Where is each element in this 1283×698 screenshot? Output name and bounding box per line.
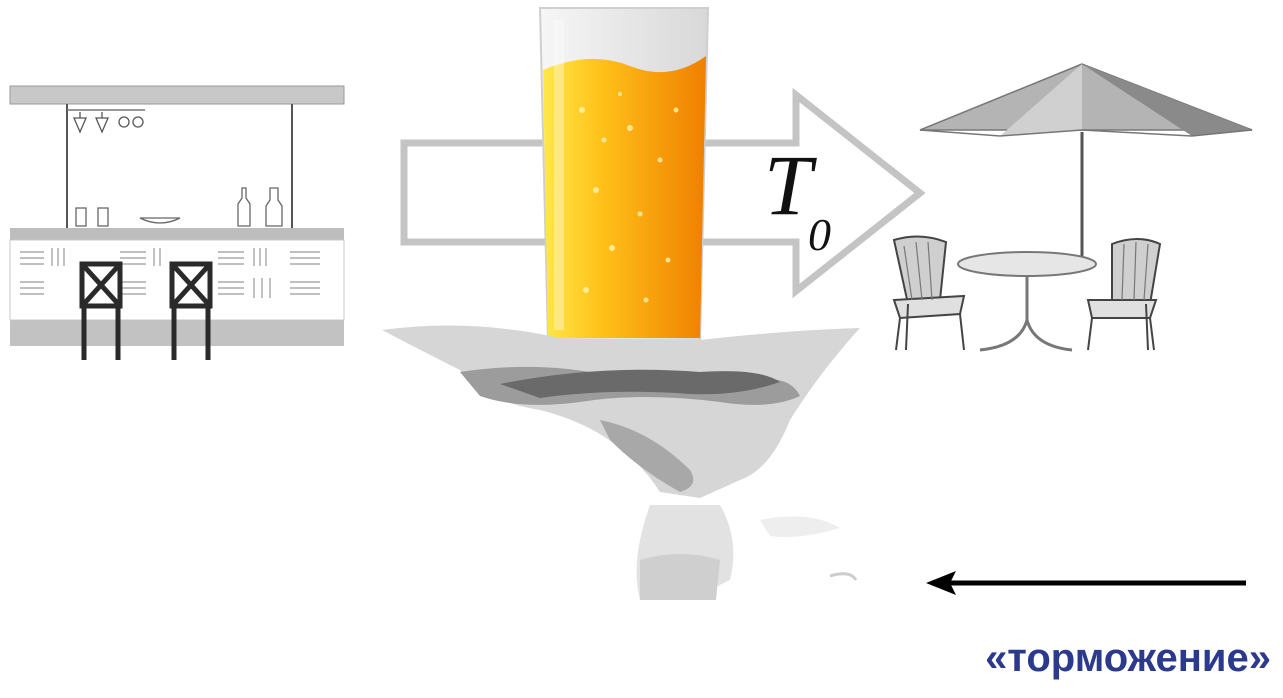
tray-hand-icon <box>382 326 860 601</box>
caption: «торможение» <box>985 638 1271 678</box>
beer-glass-icon <box>540 8 708 342</box>
bar-counter-icon <box>10 86 344 360</box>
symbol-subscript: 0 <box>808 212 831 258</box>
symbol-main: T <box>764 142 812 228</box>
umbrella-table-icon <box>894 64 1252 350</box>
direction-arrow-icon <box>926 571 1246 595</box>
